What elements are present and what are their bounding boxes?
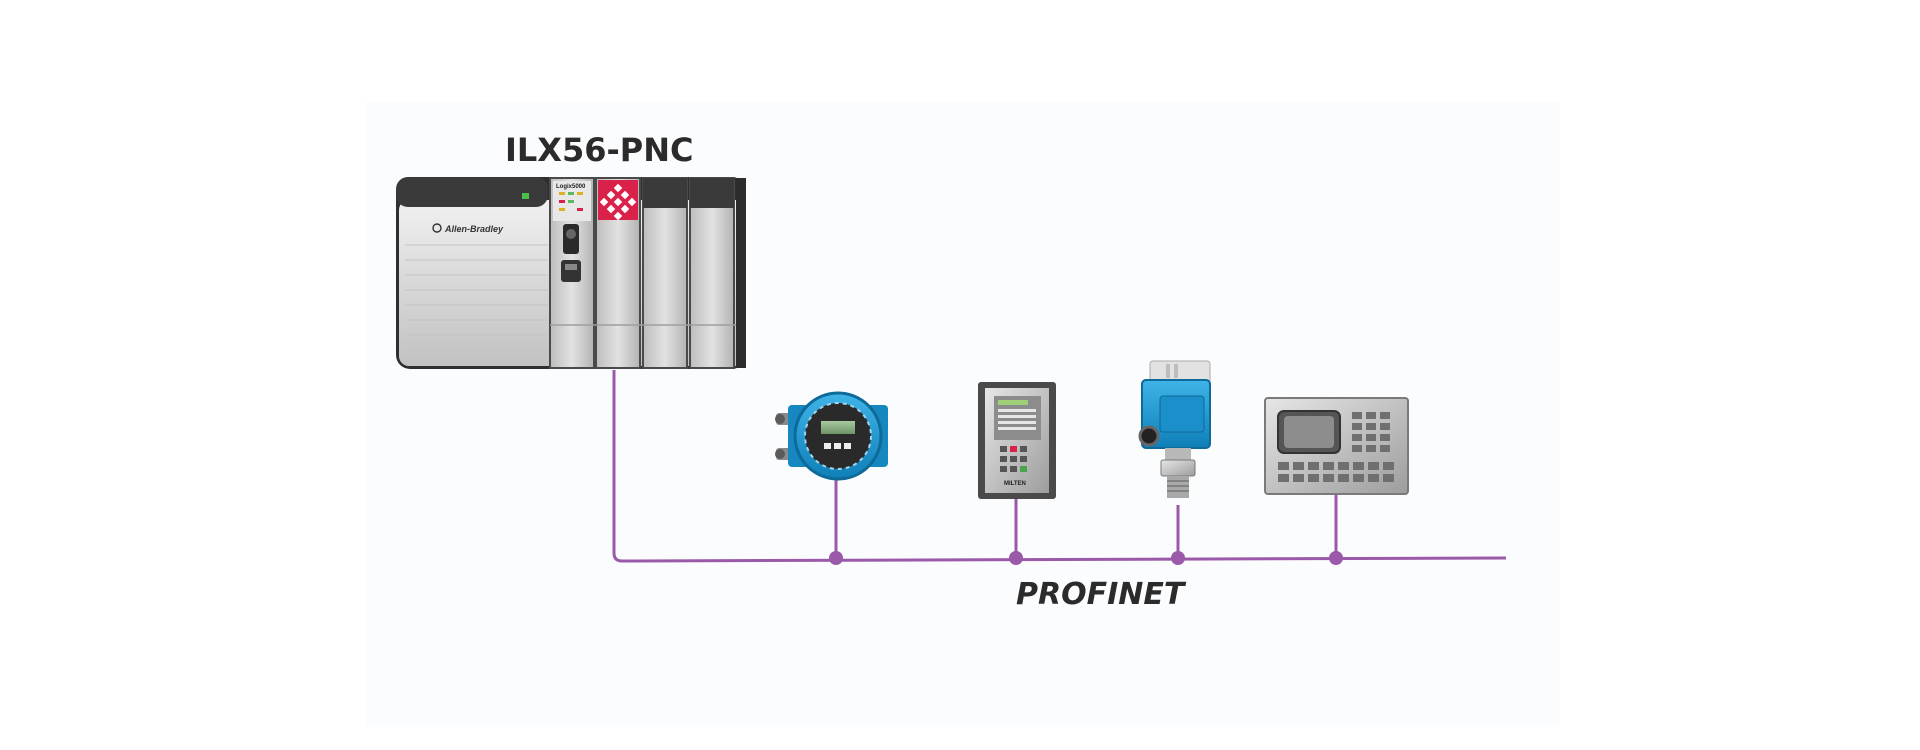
network-label: PROFINET	[1016, 577, 1187, 612]
module-label: Logix5000	[556, 184, 586, 190]
brand-logo-icon	[432, 223, 442, 233]
flowmeter-lcd	[821, 421, 855, 434]
panel-display-device: MILTEN	[978, 382, 1056, 499]
module-slot	[642, 177, 688, 369]
brand-label: Allen-Bradley	[444, 224, 504, 234]
controller-chassis: Allen-Bradley Logix5000	[396, 177, 746, 369]
cable-gland-icon	[1138, 425, 1160, 447]
hmi-keypad-terminal-device	[1264, 397, 1409, 495]
controller-drop-line	[612, 370, 1507, 563]
panel-junction-dot	[1009, 551, 1023, 565]
profinet-network	[612, 370, 1507, 565]
flowmeter-transmitter-device	[775, 391, 888, 481]
controller-title: ILX56-PNC	[505, 131, 694, 169]
module-slot	[689, 177, 735, 369]
flowmeter-junction-dot	[829, 551, 843, 565]
pressure-transmitter-device	[1138, 360, 1211, 498]
sd-card-slot	[561, 260, 581, 282]
hmi-junction-dot	[1329, 551, 1343, 565]
panel-display-label: MILTEN	[1004, 481, 1026, 487]
pressure-junction-dot	[1171, 551, 1185, 565]
status-led	[522, 193, 529, 199]
